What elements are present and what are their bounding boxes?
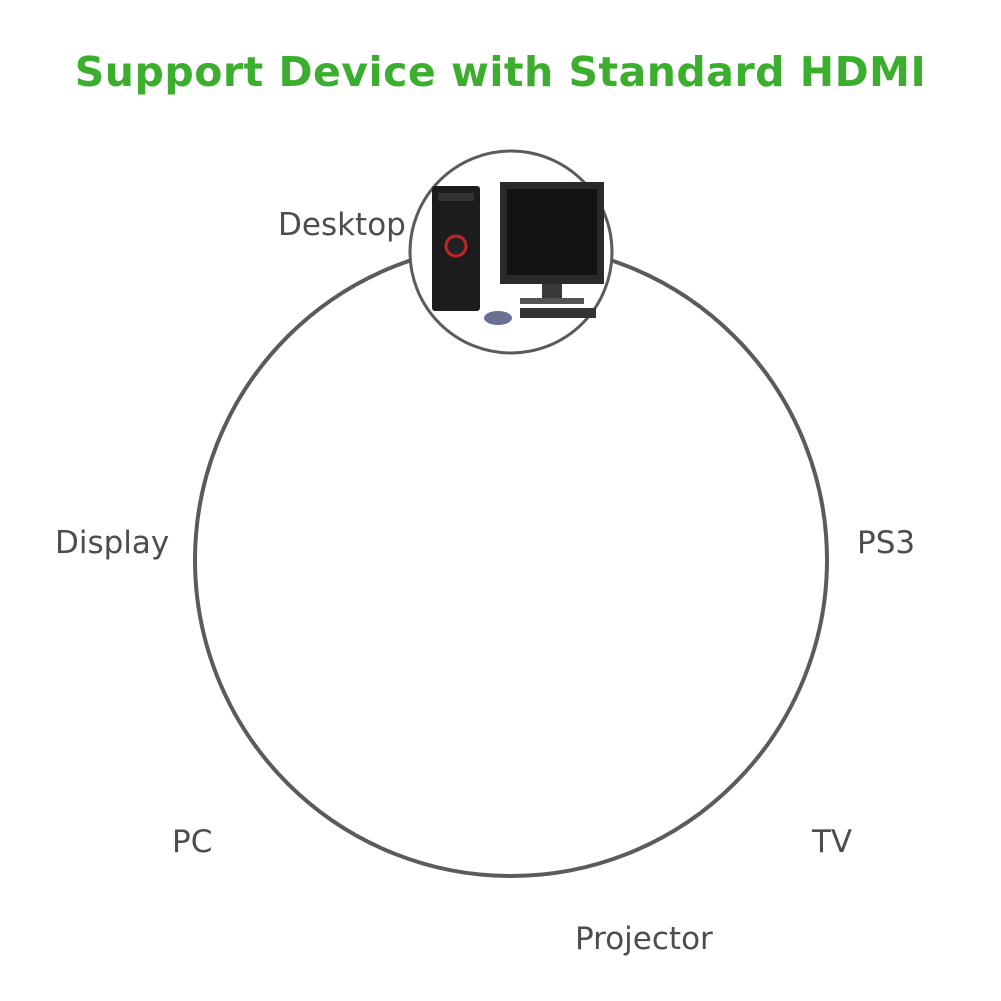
label-desktop: Desktop	[278, 207, 406, 243]
label-ps3: PS3	[857, 525, 916, 561]
label-display: Display	[55, 525, 170, 561]
desktop-node[interactable]	[408, 149, 614, 355]
label-projector: Projector	[575, 921, 713, 957]
label-tv: TV	[812, 824, 853, 860]
page-title: Support Device with Standard HDMI	[74, 48, 927, 96]
desktop-icon	[432, 182, 604, 325]
label-pc: PC	[172, 824, 213, 860]
